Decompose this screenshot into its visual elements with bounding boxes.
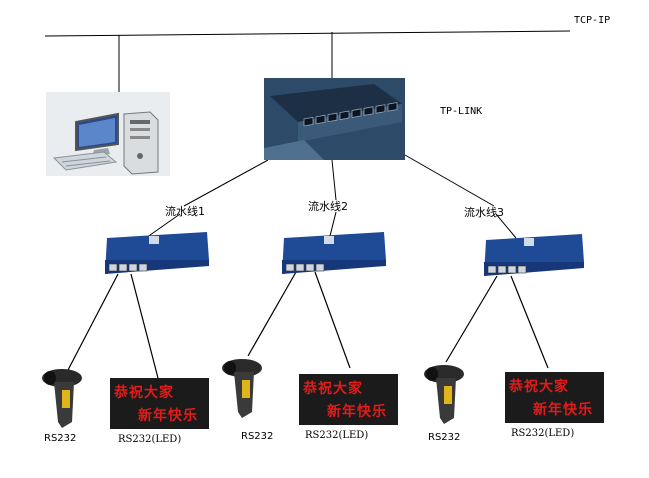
led-display-2: 恭祝大家 新年快乐	[299, 374, 398, 425]
barcode-scanner-1-icon	[42, 369, 82, 428]
converter-2-icon	[282, 232, 386, 274]
led-1-line-2: 新年快乐	[138, 408, 198, 424]
computer-icon	[46, 92, 170, 176]
led-display-1: 恭祝大家 新年快乐	[110, 378, 209, 429]
tp-link-switch-icon	[264, 78, 405, 160]
led-2-line-2: 新年快乐	[327, 404, 387, 420]
led-2-port-label: RS232(LED)	[305, 430, 369, 441]
converter-3-icon	[484, 234, 584, 276]
protocol-label: TCP-IP	[574, 15, 611, 26]
led-3-port-label: RS232(LED)	[511, 428, 575, 439]
line-1-label: 流水线1	[165, 205, 205, 218]
line-3-label: 流水线3	[464, 206, 504, 219]
converter-1-icon	[105, 232, 209, 274]
led-3-line-2: 新年快乐	[533, 402, 593, 418]
scanner-2-label: RS232	[241, 431, 274, 442]
barcode-scanner-2-icon	[222, 359, 262, 418]
line-2-label: 流水线2	[308, 200, 348, 213]
scanner-3-label: RS232	[428, 432, 461, 443]
led-1-port-label: RS232(LED)	[118, 434, 182, 445]
led-1-line-1: 恭祝大家	[114, 385, 174, 401]
led-3-line-1: 恭祝大家	[509, 379, 569, 395]
barcode-scanner-3-icon	[424, 365, 464, 424]
switch-brand-label: TP-LINK	[440, 106, 483, 117]
led-2-line-1: 恭祝大家	[303, 381, 363, 397]
led-display-3: 恭祝大家 新年快乐	[505, 372, 604, 423]
scanner-1-label: RS232	[44, 433, 77, 444]
